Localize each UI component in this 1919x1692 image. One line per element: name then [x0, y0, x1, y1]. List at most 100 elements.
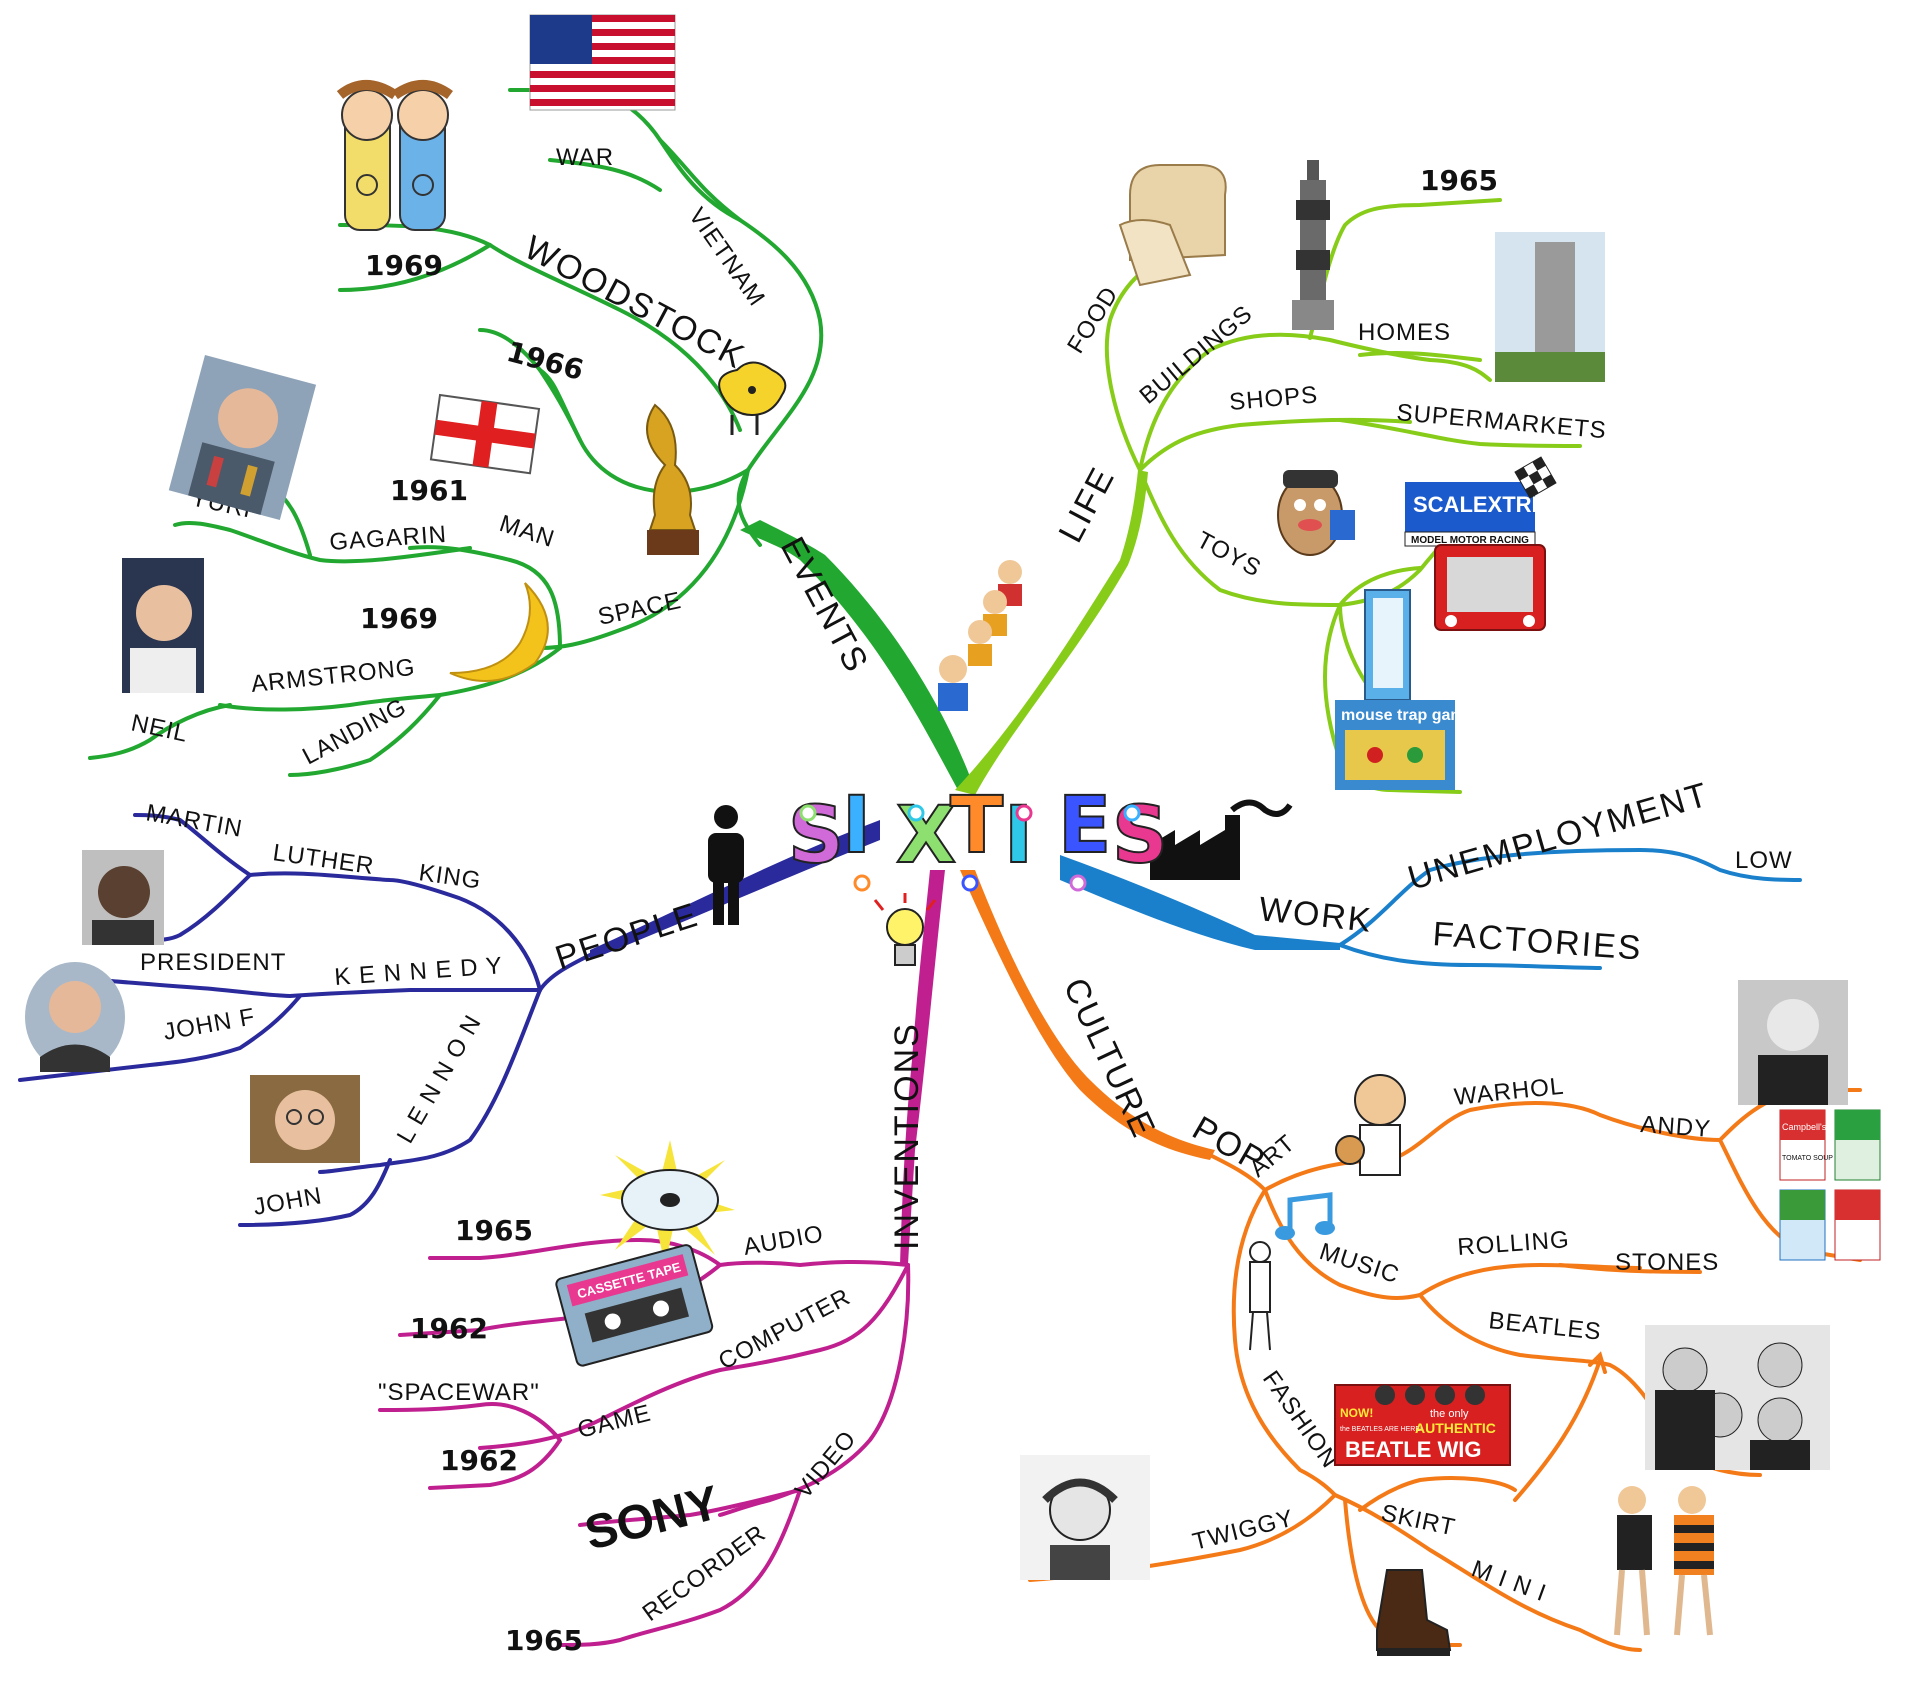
wig-subtitle: the BEATLES ARE HERE! [1340, 1426, 1422, 1433]
mouse-trap-game-image: mouse trap game [1335, 700, 1474, 790]
campbells-soup-cans-image: Campbell's TOMATO SOUP [1779, 1109, 1881, 1261]
title-letter: I [842, 781, 871, 871]
homes-label: HOMES [1358, 319, 1451, 346]
dr-martens-boot-image [1376, 1569, 1452, 1656]
music-note-icon [1275, 1192, 1335, 1240]
flower-decoration [799, 804, 817, 822]
twiggy-photo [1020, 1455, 1150, 1580]
unemployment-label: UNEMPLOYMENT [1404, 775, 1714, 897]
branch-vietnam [658, 138, 742, 222]
audio-year: 1965 [455, 1214, 533, 1247]
sony-logo: SONY [580, 1476, 725, 1560]
vietnam-label: VIETNAM [683, 203, 770, 312]
title-letter: S [1112, 791, 1168, 881]
branch-sony [578, 1488, 802, 1527]
branch-video [718, 1263, 911, 1517]
food-label: FOOD [1062, 282, 1124, 358]
war-label: WAR [556, 144, 614, 171]
kerplunk-box-image [1364, 589, 1411, 701]
title-letter: X [896, 791, 956, 881]
branch-landing [288, 693, 442, 777]
branch-beatles-arrow [1513, 1351, 1607, 1502]
work-main-branch [1060, 855, 1340, 950]
branch-luther [133, 813, 252, 877]
title-letter: T [950, 781, 1003, 871]
title-letter: I [1004, 791, 1033, 881]
beatle-wig-box-image: NOW! the BEATLES ARE HERE! the only AUTH… [1334, 1384, 1511, 1466]
branch-toys-sub1 [1338, 566, 1422, 607]
wig-line1: the only [1430, 1408, 1469, 1420]
gagarin-photo [168, 355, 317, 520]
lennon-photo [250, 1075, 360, 1163]
man-label: MAN [496, 510, 558, 553]
john-label: JOHN [251, 1182, 324, 1221]
branch-audio [718, 1259, 910, 1268]
life-main-label: LIFE [1052, 460, 1123, 548]
scalextric-box-image: SCALEXTRIC MODEL MOTOR RACING [1404, 456, 1557, 547]
branch-woodstock-1969 [338, 243, 492, 292]
branch-game-1962 [428, 1438, 562, 1490]
beatles-label: BEATLES [1487, 1307, 1602, 1346]
flower-decoration [853, 874, 871, 892]
culture-main-label: CULTURE [1056, 972, 1163, 1144]
hippies-image [336, 80, 453, 231]
branch-rolling [1418, 1262, 1642, 1297]
soup-brand-1: Campbell's [1782, 1122, 1827, 1132]
flower-decoration [961, 874, 979, 892]
events-main-branch [740, 520, 975, 790]
branch-game [478, 1368, 722, 1450]
person-icon [708, 805, 744, 925]
branch-toys [1138, 468, 1472, 608]
branch-culture-pop [1208, 1153, 1267, 1192]
branch-shops [1138, 417, 1412, 472]
mini-skirt-models-image [1614, 1486, 1714, 1636]
andy-label: ANDY [1640, 1111, 1712, 1143]
branch-unemployment [1338, 847, 1802, 947]
wig-now: NOW! [1340, 1406, 1373, 1420]
branch-1966 [478, 328, 582, 442]
branch-homes [1358, 350, 1482, 362]
shops-label: SHOPS [1228, 381, 1319, 416]
branch-space [538, 468, 750, 650]
factory-icon [1150, 799, 1293, 880]
flower-decoration [907, 804, 925, 822]
branch-worldcup [538, 368, 750, 494]
tower-year: 1965 [1420, 164, 1498, 197]
branch-president-fork [18, 994, 302, 1082]
flower-decoration [1069, 874, 1087, 892]
branch-martin-fork [148, 873, 252, 942]
armstrong-photo [122, 558, 204, 693]
branch-war [548, 158, 662, 192]
branch-king [248, 871, 542, 992]
video-label: VIDEO [790, 1425, 862, 1503]
culture-main-branch [960, 870, 1215, 1160]
branch-man [408, 545, 562, 650]
cd-sunburst-image [600, 1140, 735, 1265]
audio-label: AUDIO [741, 1220, 825, 1261]
cassette-year: 1962 [410, 1312, 488, 1345]
post-office-tower-image [1292, 160, 1334, 330]
england-flag-image [429, 393, 541, 475]
branch-spacewar [378, 1402, 562, 1442]
music-label: MUSIC [1316, 1238, 1403, 1289]
john-f-label: JOHN F [161, 1003, 257, 1046]
supermarkets-label: SUPERMARKETS [1395, 399, 1607, 444]
branch-people-end [538, 953, 592, 992]
tower-block-photo [1495, 232, 1605, 382]
branch-fashion [1231, 1188, 1337, 1497]
neil-label: NEIL [129, 709, 191, 747]
game-label: GAME [575, 1400, 654, 1444]
branch-neil [88, 703, 232, 760]
flower-decoration [1015, 804, 1033, 822]
game-year: 1962 [440, 1444, 518, 1477]
rolling-label: ROLLING [1457, 1226, 1571, 1261]
family-figures-image [938, 560, 1022, 711]
branch-music [1263, 1188, 1422, 1300]
mousetrap-logo: mouse trap game [1341, 707, 1474, 724]
stones-label: STONES [1615, 1249, 1719, 1276]
armstrong-label: ARMSTRONG [250, 654, 417, 698]
kennedy-label: K E N N E D Y [334, 952, 504, 991]
warhol-photo [1738, 980, 1848, 1105]
